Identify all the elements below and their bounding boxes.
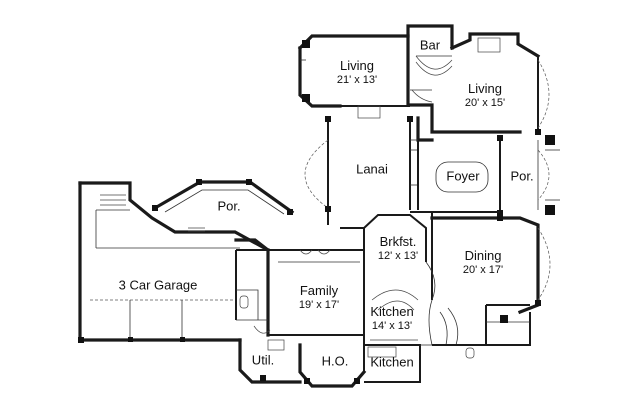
interior-walls bbox=[234, 139, 500, 253]
garage-walls bbox=[78, 181, 271, 343]
room-kitchen: Kitchen 14' x 13' bbox=[370, 304, 413, 332]
room-name: Por. bbox=[510, 168, 534, 184]
room-lanai: Lanai bbox=[356, 162, 388, 179]
right-living-walls bbox=[408, 32, 550, 135]
room-dimensions: 14' x 13' bbox=[371, 319, 413, 332]
room-name: Dining bbox=[464, 247, 502, 263]
room-dining: Dining 20' x 17' bbox=[463, 248, 503, 276]
room-name: Brkfst. bbox=[379, 233, 417, 249]
upper-living-walls bbox=[297, 24, 454, 119]
room-name: Bar bbox=[419, 37, 441, 53]
room-porch-left: Por. bbox=[217, 199, 240, 216]
kitchen-walls bbox=[363, 214, 459, 346]
room-dimensions: 20' x 15' bbox=[464, 96, 506, 109]
family-walls bbox=[266, 248, 364, 337]
room-bar: Bar bbox=[420, 38, 440, 55]
room-home-office: H.O. bbox=[322, 354, 349, 371]
room-foyer: Foyer bbox=[446, 169, 479, 186]
room-name: Foyer bbox=[446, 168, 480, 184]
room-name: Living bbox=[340, 57, 374, 73]
room-kitchen-lower: Kitchen bbox=[370, 355, 413, 372]
room-name: H.O. bbox=[321, 353, 349, 369]
lanai-walls bbox=[304, 116, 418, 225]
room-garage: 3 Car Garage bbox=[119, 278, 198, 295]
lower-wing-walls bbox=[235, 249, 531, 388]
room-utility: Util. bbox=[252, 353, 274, 370]
room-name: Family bbox=[299, 282, 339, 298]
room-dimensions: 20' x 17' bbox=[462, 263, 504, 276]
room-name: 3 Car Garage bbox=[118, 277, 198, 293]
room-breakfast: Brkfst. 12' x 13' bbox=[378, 234, 418, 262]
room-name: Kitchen bbox=[370, 303, 414, 319]
room-name: Kitchen bbox=[370, 354, 414, 370]
room-name: Living bbox=[468, 80, 502, 96]
room-name: Por. bbox=[217, 198, 241, 214]
room-living-right: Living 20' x 15' bbox=[465, 81, 505, 109]
dining-walls bbox=[430, 212, 551, 315]
room-living-upper: Living 21' x 13' bbox=[337, 58, 377, 86]
room-name: Lanai bbox=[356, 161, 388, 177]
room-name: Util. bbox=[251, 352, 275, 368]
porch-left-walls bbox=[152, 179, 295, 232]
room-dimensions: 12' x 13' bbox=[377, 249, 419, 262]
room-porch-right: Por. bbox=[510, 169, 533, 186]
room-family: Family 19' x 17' bbox=[299, 283, 339, 311]
room-dimensions: 19' x 17' bbox=[298, 298, 340, 311]
room-dimensions: 21' x 13' bbox=[336, 73, 378, 86]
